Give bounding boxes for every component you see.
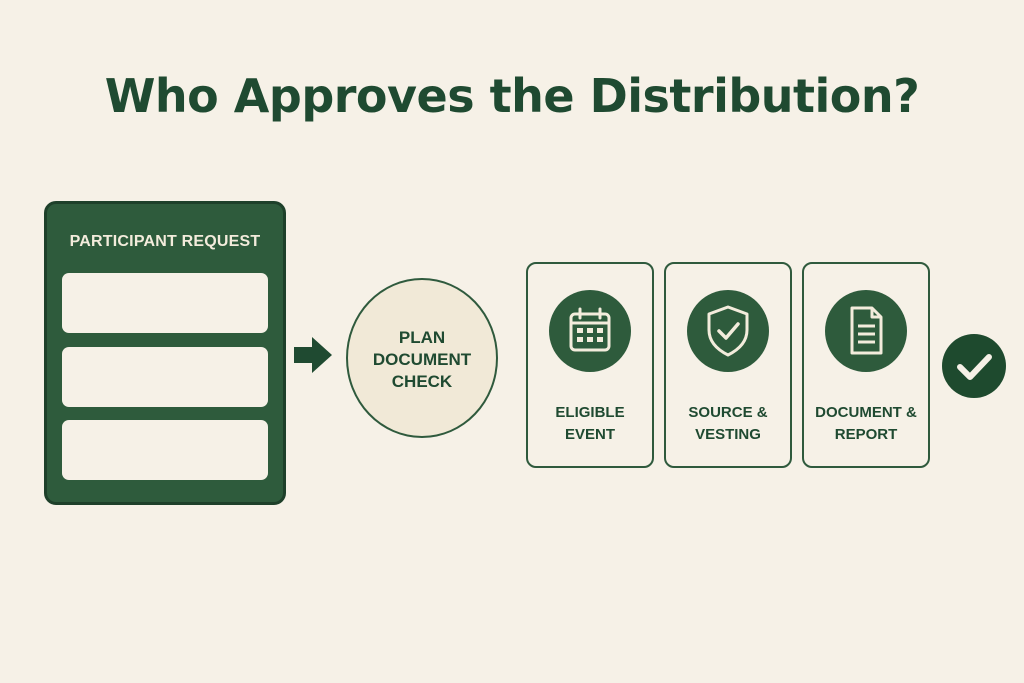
- document-icon: [825, 290, 907, 372]
- calendar-icon: [549, 290, 631, 372]
- participant-request-card: PARTICIPANT REQUEST: [44, 201, 286, 505]
- page-title: Who Approves the Distribution?: [104, 69, 920, 123]
- flow-arrow-icon: [294, 337, 332, 373]
- step-card-document-report: DOCUMENT & REPORT: [802, 262, 930, 468]
- request-field-1: [62, 273, 268, 333]
- plan-document-check-label: PLAN DOCUMENT CHECK: [372, 328, 472, 391]
- step-label-document-report: DOCUMENT & REPORT: [815, 404, 917, 443]
- checkmark-icon: [942, 334, 1006, 398]
- shield-check-icon: [687, 290, 769, 372]
- request-field-3: [62, 420, 268, 480]
- step-card-eligible-event: ELIGIBLE EVENT: [526, 262, 654, 468]
- participant-request-title: PARTICIPANT REQUEST: [69, 233, 261, 250]
- request-field-2: [62, 347, 268, 407]
- step-label-source-vesting: SOURCE & VESTING: [688, 404, 768, 443]
- step-card-source-vesting: SOURCE & VESTING: [664, 262, 792, 468]
- plan-document-check-node: PLAN DOCUMENT CHECK: [346, 278, 498, 438]
- step-label-eligible-event: ELIGIBLE EVENT: [555, 404, 625, 443]
